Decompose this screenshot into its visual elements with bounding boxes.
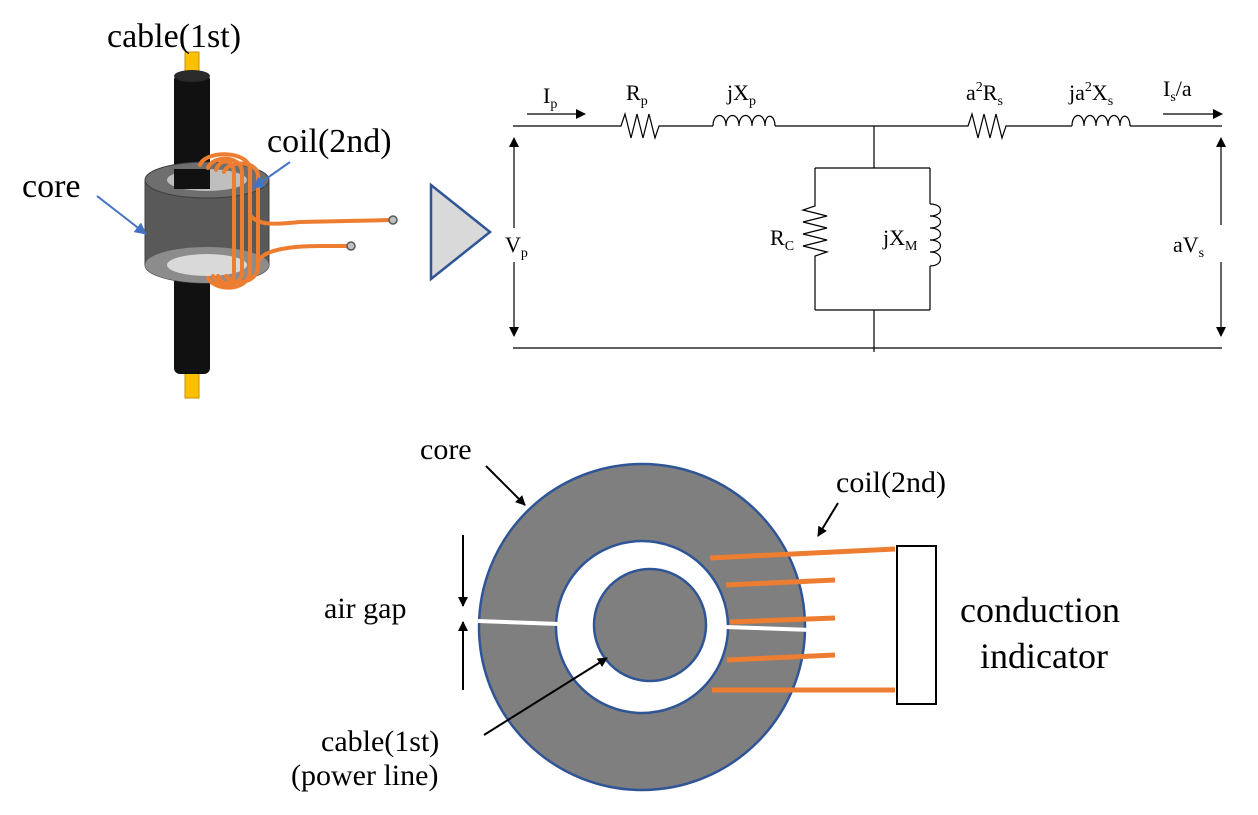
- inductor-jxp: [712, 114, 776, 127]
- cable-1st-label-2d: cable(1st): [321, 725, 439, 758]
- inductor-jxm: [929, 203, 942, 267]
- coil-terminal-2: [346, 241, 356, 251]
- resistor-a2rs: [964, 111, 1016, 141]
- label-jxp: jXp: [726, 80, 756, 109]
- cable-1st-label: cable(1st): [107, 18, 241, 55]
- coil-windings-3d: [198, 152, 394, 290]
- coil-2nd-label: coil(2nd): [267, 123, 392, 160]
- power-line-label: (power line): [291, 759, 438, 792]
- coil-callout-arrow-2d: [817, 502, 839, 537]
- transform-arrow-triangle: [429, 182, 493, 282]
- resistor-rc: [800, 202, 830, 262]
- circuit-labels: Ip Rp jXp a2Rs ja2Xs Is/a Vp RC jXM aVs: [505, 76, 1204, 261]
- label-is-over-a: Is/a: [1163, 76, 1192, 105]
- coil-windings-2d: [709, 546, 896, 693]
- core-label: core: [22, 168, 81, 205]
- ct-3d-illustration: cable(1st) coil(2nd) core: [22, 18, 398, 399]
- air-gap-label: air gap: [324, 592, 406, 625]
- core-callout-arrow-2d: [485, 465, 526, 506]
- label-ja2xs: ja2Xs: [1068, 80, 1113, 109]
- core-3d: [144, 161, 270, 284]
- label-avs: aVs: [1173, 232, 1204, 261]
- cable-top-face: [174, 70, 210, 82]
- label-a2rs: a2Rs: [966, 80, 1003, 109]
- core-label-2d: core: [420, 433, 472, 466]
- indicator-label: indicator: [980, 636, 1108, 676]
- label-rp: Rp: [626, 80, 648, 109]
- resistor-rp: [616, 111, 666, 141]
- core-callout-arrow: [96, 195, 147, 235]
- cable-callout-arrow-2d: [483, 657, 608, 736]
- coil-2nd-label-2d: coil(2nd): [836, 466, 946, 499]
- conduction-indicator-box: [896, 545, 937, 705]
- air-gap-left: [477, 619, 560, 626]
- coil-terminal-1: [388, 215, 398, 225]
- air-gap-right: [725, 625, 813, 632]
- equivalent-circuit: [509, 109, 1226, 352]
- ct-cross-section: core coil(2nd) air gap cable(1st) (power…: [291, 433, 1120, 792]
- coil-callout-arrow: [252, 161, 291, 189]
- inductor-ja2xs: [1071, 114, 1131, 127]
- label-vp: Vp: [505, 232, 528, 261]
- conduction-label: conduction: [960, 590, 1120, 630]
- cable-cross-section: [592, 567, 708, 683]
- label-rc: RC: [770, 225, 794, 254]
- label-jxm: jXM: [882, 225, 918, 254]
- label-ip: Ip: [543, 83, 557, 112]
